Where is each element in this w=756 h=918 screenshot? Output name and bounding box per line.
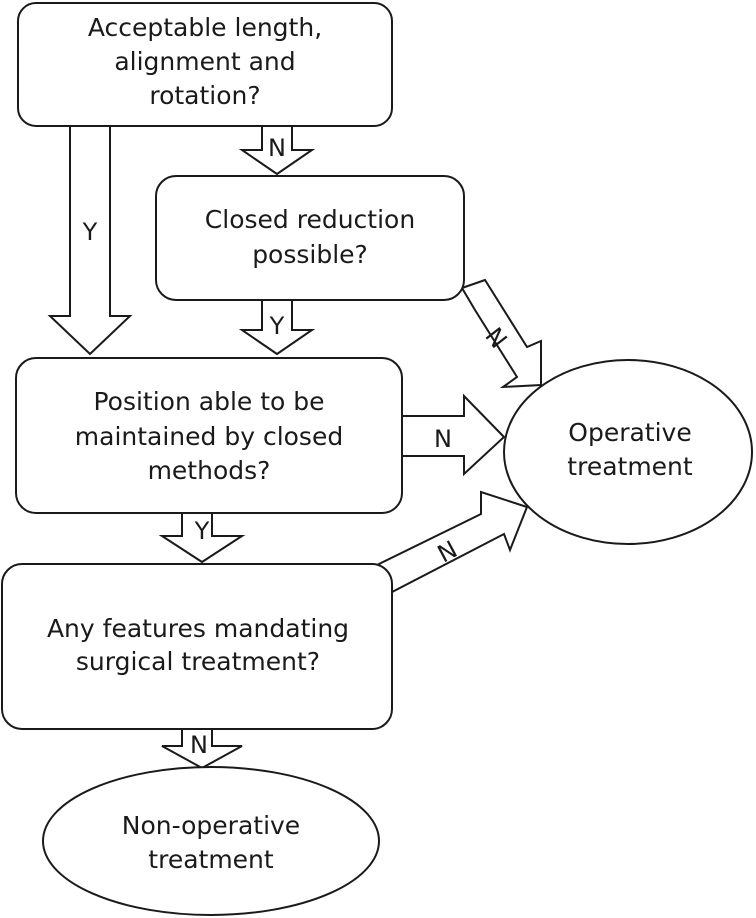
label-maintained-no: N <box>434 425 452 453</box>
label-maintained-yes: Y <box>194 517 210 545</box>
label-features-no-nonoperative: N <box>190 731 208 759</box>
node-position-maintained <box>15 357 403 514</box>
label-length-no: N <box>268 134 286 162</box>
arrow-features-no-nonoperative <box>161 728 243 770</box>
text-line: Position able to be <box>93 387 324 416</box>
text-line: surgical treatment? <box>76 647 320 676</box>
text-line: Closed reduction <box>205 205 415 234</box>
text-line: Operative <box>568 418 691 447</box>
text-line: Non-operative <box>122 811 300 840</box>
arrow-length-yes <box>47 125 133 356</box>
text-line: Any features mandating <box>47 614 349 643</box>
arrow-maintained-no <box>401 393 506 477</box>
node-acceptable-length <box>17 2 393 127</box>
text-non-operative-treatment: Non-operative treatment <box>122 811 300 874</box>
label-length-yes: Y <box>82 218 98 246</box>
arrow-reduction-yes <box>238 299 316 356</box>
arrow-features-no-operative <box>375 490 529 594</box>
node-surgical-features <box>1 563 393 730</box>
arrow-length-no <box>238 125 316 176</box>
node-closed-reduction <box>155 175 465 301</box>
text-line: treatment <box>567 452 693 481</box>
node-non-operative-treatment <box>42 766 380 916</box>
text-line: maintained by closed <box>75 422 343 451</box>
text-line: Acceptable length, <box>88 13 322 42</box>
text-line: possible? <box>252 240 368 269</box>
text-closed-reduction: Closed reduction possible? <box>205 205 415 269</box>
text-line: rotation? <box>149 81 260 110</box>
text-line: alignment and <box>114 47 295 76</box>
text-position-maintained: Position able to be maintained by closed… <box>75 387 343 485</box>
text-line: methods? <box>148 456 271 485</box>
text-acceptable-length: Acceptable length, alignment and rotatio… <box>88 13 322 110</box>
text-surgical-features: Any features mandating surgical treatmen… <box>47 614 349 676</box>
label-reduction-yes: Y <box>269 312 285 340</box>
text-line: treatment <box>148 845 274 874</box>
text-operative-treatment: Operative treatment <box>567 418 693 481</box>
node-operative-treatment <box>503 359 753 545</box>
arrow-maintained-yes <box>158 512 246 564</box>
arrow-reduction-no <box>460 278 542 389</box>
